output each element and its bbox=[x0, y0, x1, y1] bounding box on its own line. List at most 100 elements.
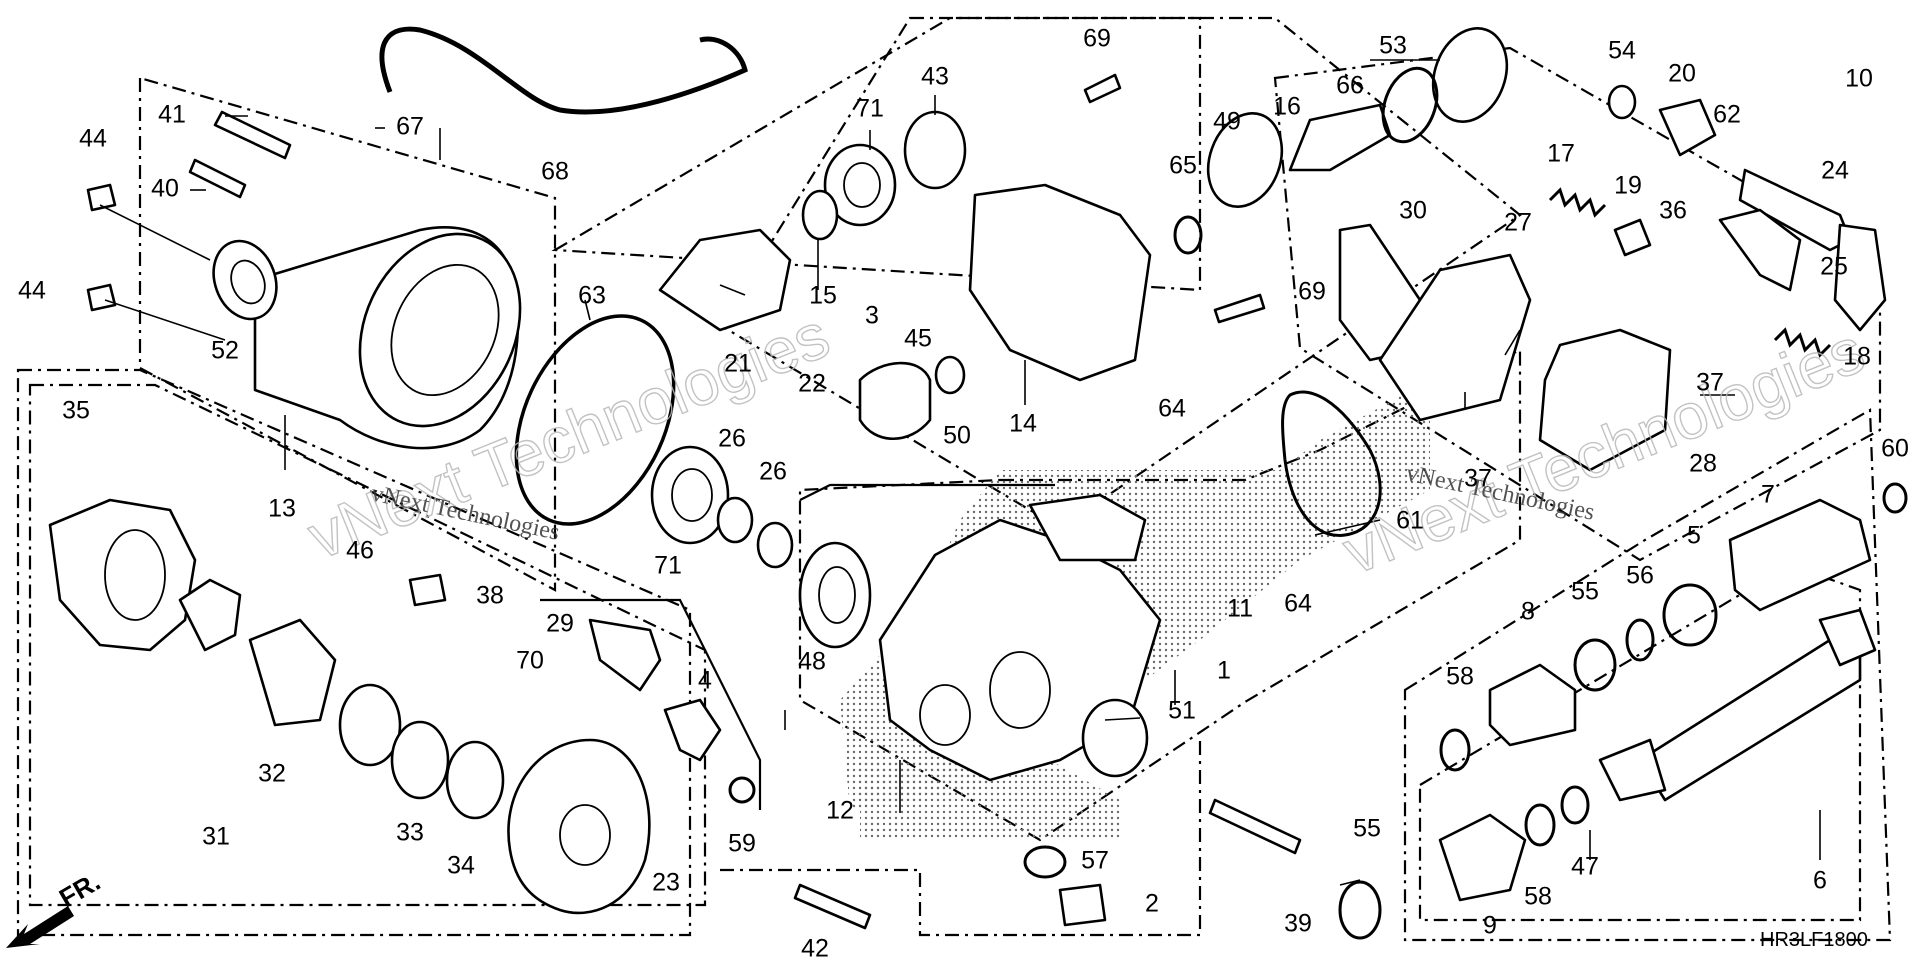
callout-40[interactable]: 40 bbox=[151, 175, 179, 203]
callout-71b[interactable]: 71 bbox=[654, 552, 682, 580]
callout-1[interactable]: 1 bbox=[1217, 657, 1231, 685]
callout-37b[interactable]: 37 bbox=[1464, 465, 1492, 493]
callout-36[interactable]: 36 bbox=[1659, 197, 1687, 225]
callout-15[interactable]: 15 bbox=[809, 282, 837, 310]
callout-32[interactable]: 32 bbox=[258, 760, 286, 788]
spring-5 bbox=[1662, 583, 1718, 647]
callout-18[interactable]: 18 bbox=[1843, 343, 1871, 371]
callout-58b[interactable]: 58 bbox=[1524, 883, 1552, 911]
callout-45[interactable]: 45 bbox=[904, 325, 932, 353]
callout-5[interactable]: 5 bbox=[1687, 522, 1701, 550]
callout-20[interactable]: 20 bbox=[1668, 60, 1696, 88]
callout-9[interactable]: 9 bbox=[1483, 912, 1497, 940]
callout-31[interactable]: 31 bbox=[202, 823, 230, 851]
callout-35[interactable]: 35 bbox=[62, 397, 90, 425]
callout-11[interactable]: 11 bbox=[1227, 595, 1253, 623]
callout-64a[interactable]: 64 bbox=[1158, 395, 1186, 423]
ring-58a bbox=[1439, 728, 1471, 772]
washer-54 bbox=[1607, 84, 1637, 120]
bearing-43 bbox=[903, 110, 967, 190]
callout-63[interactable]: 63 bbox=[578, 282, 606, 310]
shift-fork-25 bbox=[1718, 208, 1802, 292]
callout-26a[interactable]: 26 bbox=[718, 425, 746, 453]
callout-38[interactable]: 38 bbox=[476, 582, 504, 610]
callout-62[interactable]: 62 bbox=[1713, 101, 1741, 129]
callout-19[interactable]: 19 bbox=[1614, 172, 1642, 200]
callout-39[interactable]: 39 bbox=[1284, 910, 1312, 938]
callout-50[interactable]: 50 bbox=[943, 422, 971, 450]
callout-30[interactable]: 30 bbox=[1399, 197, 1427, 225]
shaft-16 bbox=[1288, 103, 1392, 172]
callout-27[interactable]: 27 bbox=[1504, 209, 1532, 237]
callout-48[interactable]: 48 bbox=[798, 648, 826, 676]
bolt-40 bbox=[188, 158, 247, 199]
callout-2[interactable]: 2 bbox=[1145, 890, 1159, 918]
callout-43[interactable]: 43 bbox=[921, 63, 949, 91]
callout-69b[interactable]: 69 bbox=[1298, 278, 1326, 306]
callout-65[interactable]: 65 bbox=[1169, 152, 1197, 180]
diagram-code: HR3LF1800 bbox=[1760, 929, 1868, 951]
callout-46[interactable]: 46 bbox=[346, 537, 374, 565]
bolt-69a bbox=[1083, 73, 1122, 104]
callout-8[interactable]: 8 bbox=[1521, 598, 1535, 626]
callout-13[interactable]: 13 bbox=[268, 495, 296, 523]
ring-gear-23-bore bbox=[559, 804, 611, 866]
callout-24[interactable]: 24 bbox=[1821, 157, 1849, 185]
callout-67[interactable]: 67 bbox=[396, 113, 424, 141]
callout-3[interactable]: 3 bbox=[865, 302, 879, 330]
callout-17[interactable]: 17 bbox=[1547, 140, 1575, 168]
breather-tube bbox=[379, 26, 748, 115]
callout-41[interactable]: 41 bbox=[158, 101, 186, 129]
callout-10[interactable]: 10 bbox=[1845, 65, 1873, 93]
callout-71a[interactable]: 71 bbox=[856, 95, 884, 123]
outline-shift-mechanism bbox=[1273, 46, 1882, 562]
callout-25[interactable]: 25 bbox=[1820, 253, 1848, 281]
callout-55a[interactable]: 55 bbox=[1571, 578, 1599, 606]
callout-21[interactable]: 21 bbox=[724, 350, 752, 378]
callout-54[interactable]: 54 bbox=[1608, 37, 1636, 65]
callout-49[interactable]: 49 bbox=[1213, 108, 1241, 136]
callout-6[interactable]: 6 bbox=[1813, 867, 1827, 895]
callout-70[interactable]: 70 bbox=[516, 647, 544, 675]
callout-26b[interactable]: 26 bbox=[759, 458, 787, 486]
callout-33[interactable]: 33 bbox=[396, 819, 424, 847]
callout-44a[interactable]: 44 bbox=[79, 125, 107, 153]
callout-34[interactable]: 34 bbox=[447, 852, 475, 880]
callout-64b[interactable]: 64 bbox=[1284, 590, 1312, 618]
callout-29[interactable]: 29 bbox=[546, 610, 574, 638]
callout-57[interactable]: 57 bbox=[1081, 847, 1109, 875]
callout-60[interactable]: 60 bbox=[1881, 435, 1909, 463]
callout-68[interactable]: 68 bbox=[541, 158, 569, 186]
callout-52[interactable]: 52 bbox=[211, 337, 239, 365]
front-label: FR. bbox=[54, 866, 105, 913]
callout-12[interactable]: 12 bbox=[826, 797, 854, 825]
callout-58a[interactable]: 58 bbox=[1446, 663, 1474, 691]
callout-59[interactable]: 59 bbox=[728, 830, 756, 858]
callout-53[interactable]: 53 bbox=[1379, 32, 1407, 60]
callout-7[interactable]: 7 bbox=[1761, 481, 1775, 509]
ring-60 bbox=[1882, 482, 1908, 514]
callout-4[interactable]: 4 bbox=[698, 667, 712, 695]
ring-55b bbox=[1338, 880, 1382, 940]
callout-66[interactable]: 66 bbox=[1336, 72, 1364, 100]
callout-69a[interactable]: 69 bbox=[1083, 25, 1111, 53]
callout-42[interactable]: 42 bbox=[801, 935, 829, 960]
callout-14[interactable]: 14 bbox=[1009, 410, 1037, 438]
bearing-71a bbox=[823, 143, 897, 227]
callout-56[interactable]: 56 bbox=[1626, 562, 1654, 590]
callout-51[interactable]: 51 bbox=[1168, 697, 1196, 725]
callout-44b[interactable]: 44 bbox=[18, 277, 46, 305]
callout-37a[interactable]: 37 bbox=[1696, 369, 1724, 397]
washer-15 bbox=[801, 189, 839, 241]
callout-28[interactable]: 28 bbox=[1689, 450, 1717, 478]
spline-gear-b bbox=[1598, 738, 1667, 802]
callout-16[interactable]: 16 bbox=[1273, 93, 1301, 121]
gear-hub bbox=[338, 683, 402, 767]
callout-47[interactable]: 47 bbox=[1571, 853, 1599, 881]
callout-55b[interactable]: 55 bbox=[1353, 815, 1381, 843]
callout-22[interactable]: 22 bbox=[798, 370, 826, 398]
callout-23[interactable]: 23 bbox=[652, 869, 680, 897]
callout-61[interactable]: 61 bbox=[1396, 507, 1424, 535]
bearing-48 bbox=[798, 541, 872, 649]
